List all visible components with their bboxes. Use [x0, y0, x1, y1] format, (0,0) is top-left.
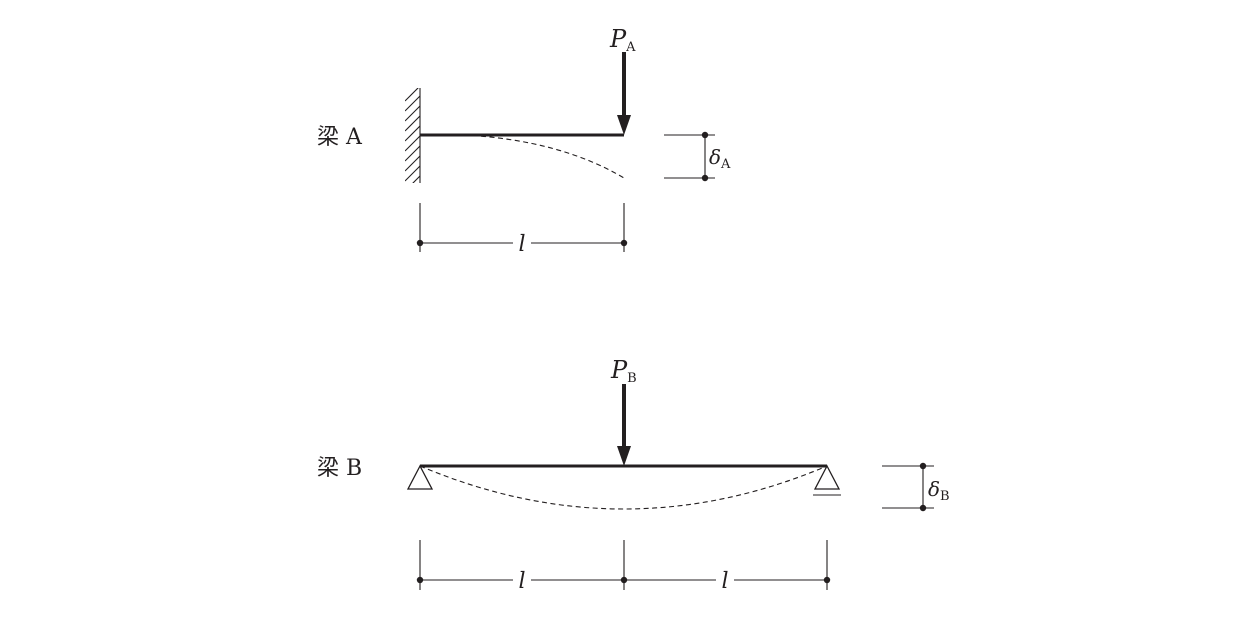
beam-b-group: 梁 B PB δB: [317, 356, 950, 594]
span-label-b-left: l: [518, 569, 525, 594]
deflection-dimension-b: [882, 462, 934, 512]
load-label-a: PA: [609, 25, 636, 55]
span-dimension-a: [416, 203, 628, 252]
beam-b-name: 梁 B: [317, 456, 362, 481]
span-dimension-b: [416, 540, 831, 590]
load-arrow-b-icon: [617, 384, 631, 466]
span-label-a: l: [518, 232, 525, 257]
deflection-label-b: δB: [928, 477, 950, 504]
beam-a-name: 梁 A: [317, 125, 363, 150]
span-label-b-right: l: [721, 569, 728, 594]
beam-b-deflected-shape: [419, 465, 828, 510]
load-label-b: PB: [610, 356, 637, 386]
deflection-dimension-a: [664, 131, 715, 182]
beam-a-deflected-shape: [463, 134, 625, 179]
load-arrow-a-icon: [617, 52, 631, 135]
beam-a-group: 梁 A PA: [317, 25, 731, 257]
roller-support-icon: [813, 464, 841, 496]
pin-support-icon: [406, 464, 434, 490]
deflection-label-a: δA: [709, 145, 731, 172]
fixed-support-icon: [405, 88, 421, 183]
